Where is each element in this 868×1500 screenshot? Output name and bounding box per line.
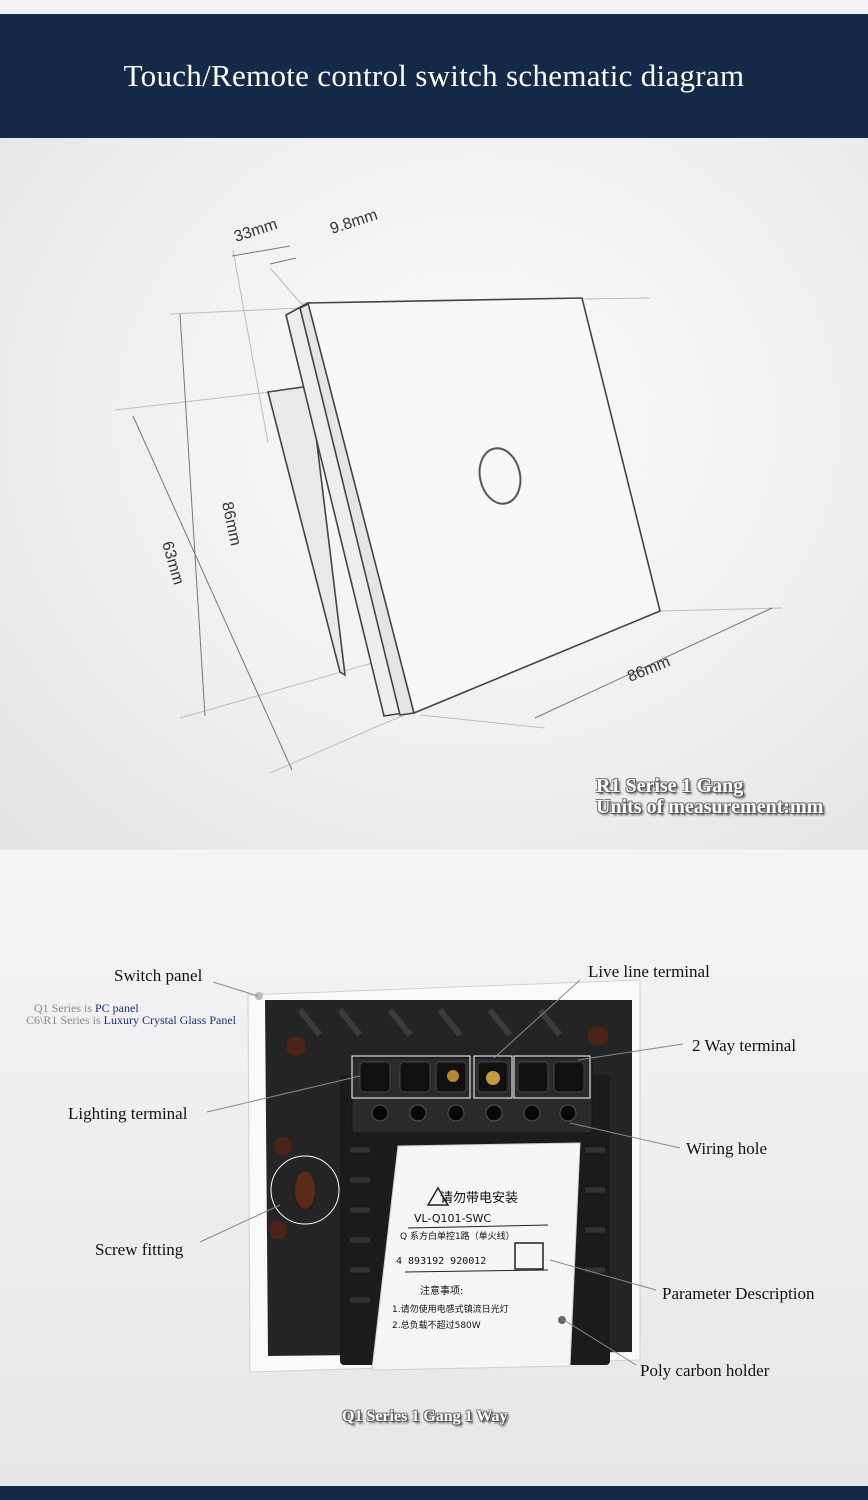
parameter-label bbox=[371, 1142, 581, 1371]
leader-lighting bbox=[206, 1075, 361, 1113]
dim-label-86-height: 86mm bbox=[218, 500, 244, 547]
wiring-hole bbox=[409, 1104, 427, 1122]
leader-live-line bbox=[493, 979, 581, 1059]
lighting-terminal-2 bbox=[399, 1061, 431, 1093]
two-way-terminal-1 bbox=[517, 1061, 549, 1093]
screw-slot bbox=[293, 1169, 317, 1211]
brass-screw bbox=[486, 1071, 500, 1085]
callout-dot bbox=[255, 992, 263, 1000]
leader-wiring-hole bbox=[569, 1122, 681, 1149]
mounting-hole bbox=[269, 1221, 287, 1239]
callout-lighting-terminal: Lighting terminal bbox=[68, 1104, 188, 1123]
callout-dot bbox=[558, 1316, 566, 1324]
dim-line-63 bbox=[132, 415, 293, 771]
dim-label-86-width: 86mm bbox=[625, 653, 673, 685]
dim-line-9-8 bbox=[269, 257, 297, 265]
two-way-terminal-frame bbox=[513, 1055, 591, 1099]
page-title: Touch/Remote control switch schematic di… bbox=[123, 58, 745, 93]
note-c6-material: Luxury Crystal Glass Panel bbox=[103, 1013, 236, 1027]
wiring-hole bbox=[523, 1104, 541, 1122]
warning-triangle-icon bbox=[426, 1186, 450, 1206]
rib bbox=[337, 1008, 363, 1037]
caption-q1-series: Q1 Series 1 Gang 1 Way bbox=[342, 1408, 508, 1425]
wiring-hole bbox=[371, 1104, 389, 1122]
dim-line-33 bbox=[231, 245, 291, 257]
wiring-hole bbox=[485, 1104, 503, 1122]
callout-switch-panel: Switch panel bbox=[114, 966, 203, 985]
ext-line-right-bottom bbox=[419, 714, 546, 729]
product-drawing: 请勿带电安装 VL-Q101-SWC Q 系方白单控1路（单火线） 4 8931… bbox=[199, 979, 684, 1373]
label-warning-text: 请勿带电安装 bbox=[440, 1191, 518, 1206]
label-notice-title: 注意事项: bbox=[420, 1284, 463, 1297]
leader-parameter bbox=[549, 1259, 657, 1291]
rib bbox=[387, 1008, 413, 1037]
wiring-hole bbox=[447, 1104, 465, 1122]
lighting-terminal-frame bbox=[351, 1055, 471, 1099]
callout-screw-fitting: Screw fitting bbox=[95, 1240, 184, 1259]
dim-line-86-height bbox=[179, 313, 206, 717]
brass-screw bbox=[447, 1070, 459, 1082]
lighting-terminal-1 bbox=[359, 1061, 391, 1093]
dimension-schematic: 33mm 9.8mm 86mm 63mm 86mm R1 Serise 1 Ga… bbox=[0, 138, 868, 850]
wiring-hole bbox=[559, 1104, 577, 1122]
product-diagram: 请勿带电安装 VL-Q101-SWC Q 系方白单控1路（单火线） 4 8931… bbox=[0, 850, 868, 1486]
ext-line-box-bottom bbox=[269, 707, 421, 774]
two-way-terminal-2 bbox=[553, 1061, 585, 1093]
leader-screw-fitting bbox=[199, 1204, 281, 1243]
label-description: Q 系方白单控1路（单火线） bbox=[400, 1230, 515, 1242]
ext-line-bottom bbox=[179, 657, 391, 719]
label-barcode: 4 893192 920012 bbox=[396, 1256, 486, 1267]
ext-line-box-top bbox=[114, 391, 271, 411]
note-q1-material: PC panel bbox=[95, 1001, 139, 1015]
leader-two-way bbox=[577, 1043, 684, 1061]
rib bbox=[487, 1008, 513, 1037]
caption-series: R1 Serise 1 Gang bbox=[596, 775, 744, 797]
label-notice-2: 2.总负载不超过580W bbox=[392, 1319, 481, 1331]
mounting-hole bbox=[588, 1026, 608, 1046]
leader-switch-panel bbox=[212, 981, 259, 997]
label-checkbox bbox=[514, 1242, 544, 1270]
panel-front bbox=[306, 297, 661, 715]
callout-live-line-terminal: Live line terminal bbox=[588, 962, 710, 981]
label-notice-1: 1.请勿使用电感式镇流日光灯 bbox=[392, 1303, 509, 1315]
touch-button bbox=[478, 447, 522, 505]
note-q1-prefix: Q1 Series is bbox=[34, 1001, 95, 1015]
mounting-hole bbox=[274, 1137, 292, 1155]
dim-label-33: 33mm bbox=[232, 216, 280, 246]
top-strip bbox=[0, 0, 868, 14]
header-banner: Touch/Remote control switch schematic di… bbox=[0, 14, 868, 138]
dim-label-63: 63mm bbox=[158, 539, 187, 586]
callout-two-way-terminal: 2 Way terminal bbox=[692, 1036, 797, 1055]
label-divider bbox=[407, 1224, 549, 1229]
note-c6-prefix: C6\R1 Series is bbox=[26, 1013, 104, 1027]
ext-line-top-left bbox=[169, 307, 301, 315]
rib bbox=[537, 1008, 563, 1037]
dim-line-86-width bbox=[534, 607, 773, 719]
mounting-hole bbox=[286, 1036, 306, 1056]
rib bbox=[297, 1008, 323, 1037]
dim-label-9-8: 9.8mm bbox=[328, 207, 380, 238]
ext-line-depth-right bbox=[269, 267, 306, 309]
live-line-terminal-frame bbox=[473, 1055, 513, 1099]
screw-fitting-circle bbox=[270, 1155, 340, 1225]
ext-line-depth-left bbox=[232, 249, 269, 444]
callout-poly-carbon-holder: Poly carbon holder bbox=[640, 1361, 770, 1380]
callout-parameter-description: Parameter Description bbox=[662, 1284, 815, 1303]
ext-line-right bbox=[659, 607, 783, 612]
leader-poly-carbon bbox=[563, 1319, 637, 1366]
note-c6-series: C6\R1 Series is Luxury Crystal Glass Pan… bbox=[26, 1013, 236, 1028]
schematic-drawing: 33mm 9.8mm 86mm 63mm 86mm bbox=[114, 207, 783, 774]
note-q1-series: Q1 Series is PC panel bbox=[34, 1001, 139, 1016]
caption-units: Units of measurement:mm bbox=[596, 796, 824, 818]
bottom-bar bbox=[0, 1486, 868, 1500]
label-model: VL-Q101-SWC bbox=[414, 1212, 491, 1225]
backbox-outline bbox=[267, 385, 346, 677]
callout-wiring-hole: Wiring hole bbox=[686, 1139, 767, 1158]
rib bbox=[437, 1008, 463, 1037]
label-divider bbox=[404, 1269, 549, 1273]
